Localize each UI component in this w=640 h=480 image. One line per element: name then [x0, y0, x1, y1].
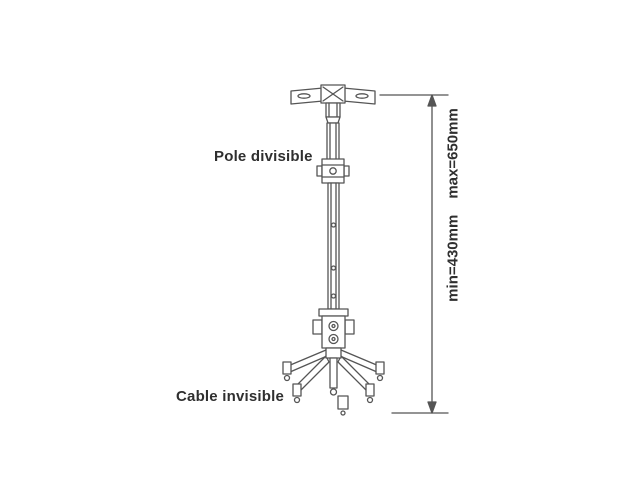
- head-left-tab: [312, 319, 323, 335]
- lower-pole: [327, 182, 340, 310]
- cable-bracket: [337, 395, 349, 410]
- foot-lower-left: [292, 383, 302, 397]
- plate-right-hole: [355, 93, 369, 99]
- head-right-tab: [344, 319, 355, 335]
- dimension-label: min=430mm max=650mm: [445, 108, 462, 302]
- plate-left-hole: [297, 93, 311, 99]
- center-screw: [329, 388, 338, 396]
- pole-coupler: [316, 158, 350, 184]
- up-arrowhead: [427, 94, 437, 107]
- drawing-lines: [282, 84, 449, 416]
- plate-right-wing: [342, 87, 376, 105]
- dimension-max-label: max=650mm: [444, 108, 462, 199]
- plate-brace-2: [322, 86, 344, 102]
- foot-upper-left: [282, 361, 292, 375]
- pole-taper: [325, 116, 341, 124]
- coupler-right-nut: [343, 165, 350, 177]
- coupler-body: [321, 158, 345, 184]
- head-knob-1-center: [331, 323, 336, 329]
- upper-pole: [325, 116, 341, 162]
- coupler-left-nut: [316, 165, 323, 177]
- screw-lower-left: [293, 396, 301, 404]
- head-knob-2: [328, 333, 339, 345]
- cable-bracket-screw: [340, 410, 346, 416]
- adjust-hole-2: [330, 265, 337, 271]
- plate-left-wing: [290, 87, 324, 105]
- foot-upper-right: [375, 361, 385, 375]
- adjust-hole-3: [330, 293, 337, 299]
- cable-invisible-label: Cable invisible: [176, 388, 285, 405]
- foot-lower-right: [365, 383, 375, 397]
- ceiling-plate: [290, 84, 376, 118]
- mount-head: [312, 308, 355, 349]
- coupler-bolt: [329, 167, 337, 175]
- leg-hub: [325, 347, 342, 359]
- pole-divisible-label: Pole divisible: [214, 148, 313, 165]
- screw-upper-right: [376, 374, 384, 382]
- head-flange: [318, 308, 349, 317]
- spider-legs: [282, 347, 385, 416]
- adjust-hole-1: [330, 222, 337, 228]
- head-knob-2-center: [331, 336, 336, 342]
- dimension-min-label: min=430mm: [444, 214, 462, 302]
- screw-lower-right: [366, 396, 374, 404]
- down-arrowhead: [427, 401, 437, 414]
- dimension-line: [379, 94, 449, 414]
- lower-tube: [327, 182, 340, 310]
- upper-tube: [326, 122, 340, 162]
- plate-collar: [325, 102, 341, 118]
- center-column: [329, 357, 338, 389]
- screw-upper-left: [283, 374, 291, 382]
- head-knob-1: [328, 320, 339, 332]
